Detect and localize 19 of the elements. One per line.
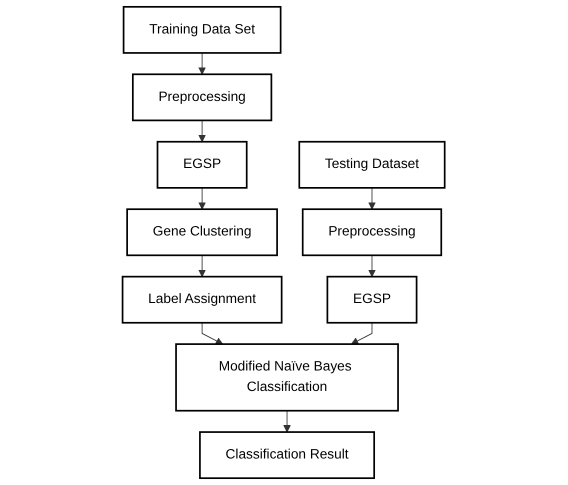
node-box: Testing Dataset — [298, 140, 446, 189]
node-box: Gene Clustering — [126, 208, 278, 256]
arrow — [198, 187, 206, 210]
node-box: EGSP — [157, 140, 248, 189]
arrow — [198, 52, 206, 75]
arrow — [368, 187, 376, 210]
arrow — [284, 410, 292, 432]
node-box: Modified Naïve Bayes Classification — [176, 343, 400, 412]
node-box: Label Assignment — [122, 276, 283, 324]
node-box: EGSP — [326, 276, 418, 324]
node-box: Classification Result — [199, 431, 376, 480]
node-box: Preprocessing — [302, 208, 442, 256]
node-box: Preprocessing — [132, 73, 273, 122]
arrow — [368, 254, 376, 277]
node-box: Training Data Set — [123, 6, 282, 54]
arrow — [198, 120, 206, 142]
arrow — [202, 322, 224, 344]
arrow — [351, 322, 373, 344]
arrow — [198, 254, 206, 277]
